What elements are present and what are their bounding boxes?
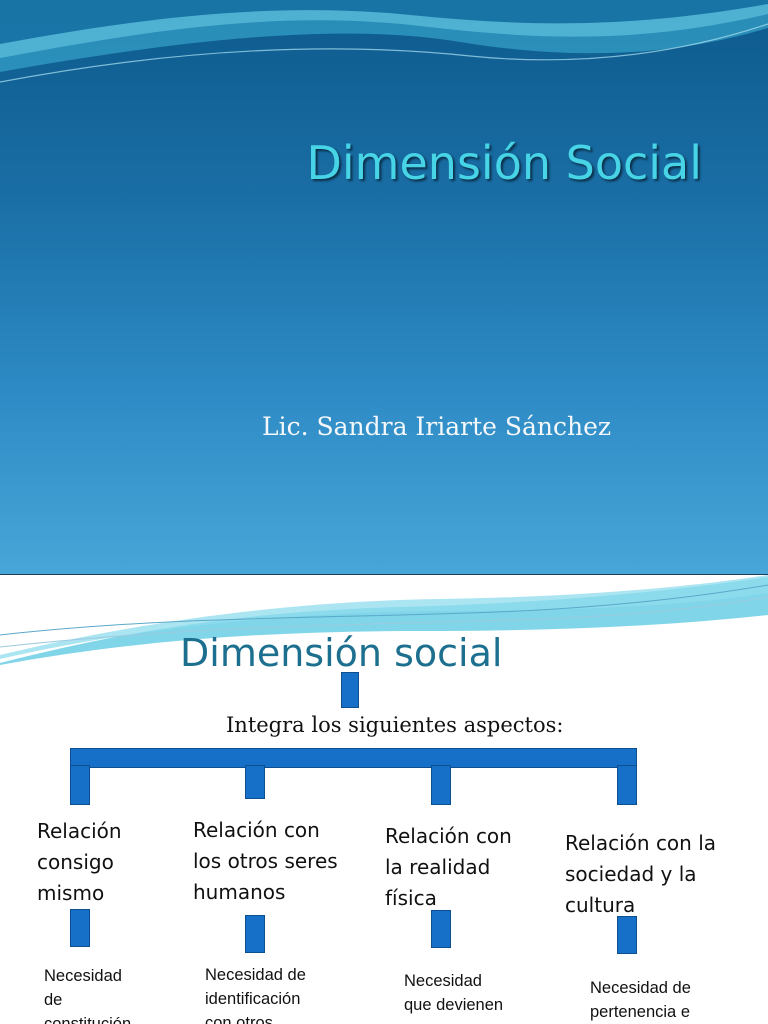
aspect-detail-4: Necesidad de pertenencia e (590, 979, 691, 1021)
aspect-detail-1: Necesidad de constitución (44, 967, 132, 1024)
slide-subtitle: Integra los siguientes aspectos: (226, 713, 564, 737)
slide-title: Dimensión Social (306, 136, 702, 190)
aspect-label-3: Relación con la realidad física (385, 824, 512, 910)
slide-title: Dimensión social (180, 631, 503, 675)
connector-lower-2 (245, 915, 265, 953)
connector-leg-1 (70, 765, 90, 805)
author-name: Lic. Sandra Iriarte Sánchez (262, 412, 612, 441)
connector-leg-2 (245, 765, 265, 799)
wave-decoration (0, 575, 768, 665)
aspect-label-2: Relación con los otros seres humanos (193, 818, 338, 904)
connector-top (341, 672, 359, 708)
connector-lower-1 (70, 909, 90, 947)
aspect-detail-2: Necesidad de identificación con otros (205, 966, 306, 1024)
connector-lower-4 (617, 916, 637, 954)
connector-leg-3 (431, 765, 451, 805)
wave-decoration (0, 0, 768, 83)
title-slide: Dimensión Social Lic. Sandra Iriarte Sán… (0, 0, 768, 575)
aspect-label-1: Relación consigo mismo (37, 819, 122, 905)
connector-lower-3 (431, 910, 451, 948)
aspect-label-4: Relación con la sociedad y la cultura (565, 831, 717, 917)
connector-bar (70, 748, 637, 768)
connector-leg-4 (617, 765, 637, 805)
aspect-detail-3: Necesidad que devienen (404, 972, 504, 1014)
content-slide: Dimensión social Integra los siguientes … (0, 575, 768, 1024)
